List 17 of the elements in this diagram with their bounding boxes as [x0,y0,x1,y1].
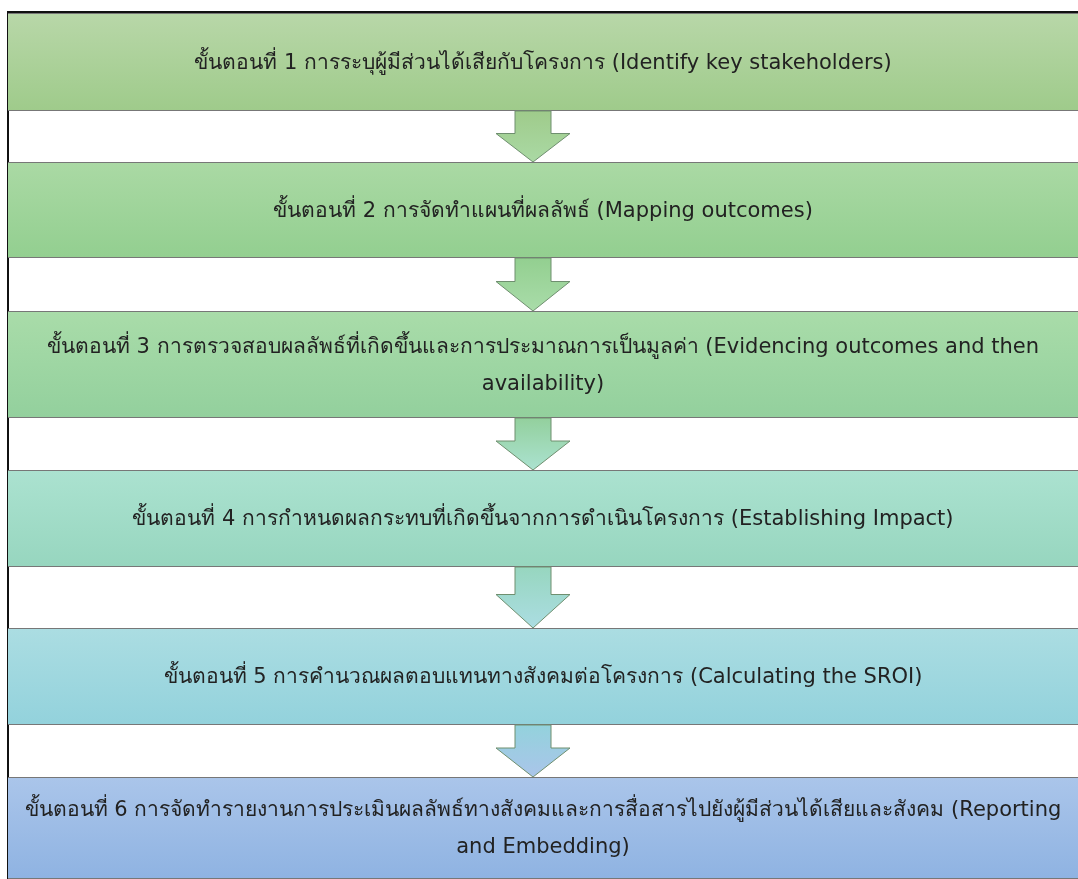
down-arrow [495,724,571,778]
down-arrow [495,566,571,629]
step-box [8,777,1078,879]
step-text: ขั้นตอนที่ 1 การระบุผู้มีส่วนได้เสียกับโครงการ (Identify key stakeholders) [193,46,893,77]
step-box [8,162,1078,258]
step-text: ขั้นตอนที่ 2 การจัดทำแผนที่ผลลัพธ์ (Mapping outcomes) [272,194,814,224]
step-box [8,470,1078,567]
down-arrow [495,417,571,471]
step-box [8,13,1078,111]
step-box [8,628,1078,725]
down-arrow [495,257,571,312]
step-text: ขั้นตอนที่ 4 การกำหนดผลกระทบที่เกิดขึ้นจากการดำเนินโครงการ (Establishing Impact) [118,500,968,537]
step-text: ขั้นตอนที่ 3 การตรวจสอบผลลัพธ์ที่เกิดขึ้นและการประมาณการเป็นมูลค่า (Evidencing outcomes and then availability) [45,330,1041,397]
step-box [8,311,1078,418]
step-text: ขั้นตอนที่ 5 การคำนวณผลตอบแทนทางสังคมต่อโครงการ (Calculating the SROI) [149,658,937,695]
down-arrow [495,110,571,163]
step-text: ขั้นตอนที่ 6 การจัดทำรายงานการประเมินผลลัพธ์ทางสังคมและการสื่อสารไปยังผู้มีส่วนได้เสียและสังคม (Reporting and Embedding) [8,791,1078,865]
